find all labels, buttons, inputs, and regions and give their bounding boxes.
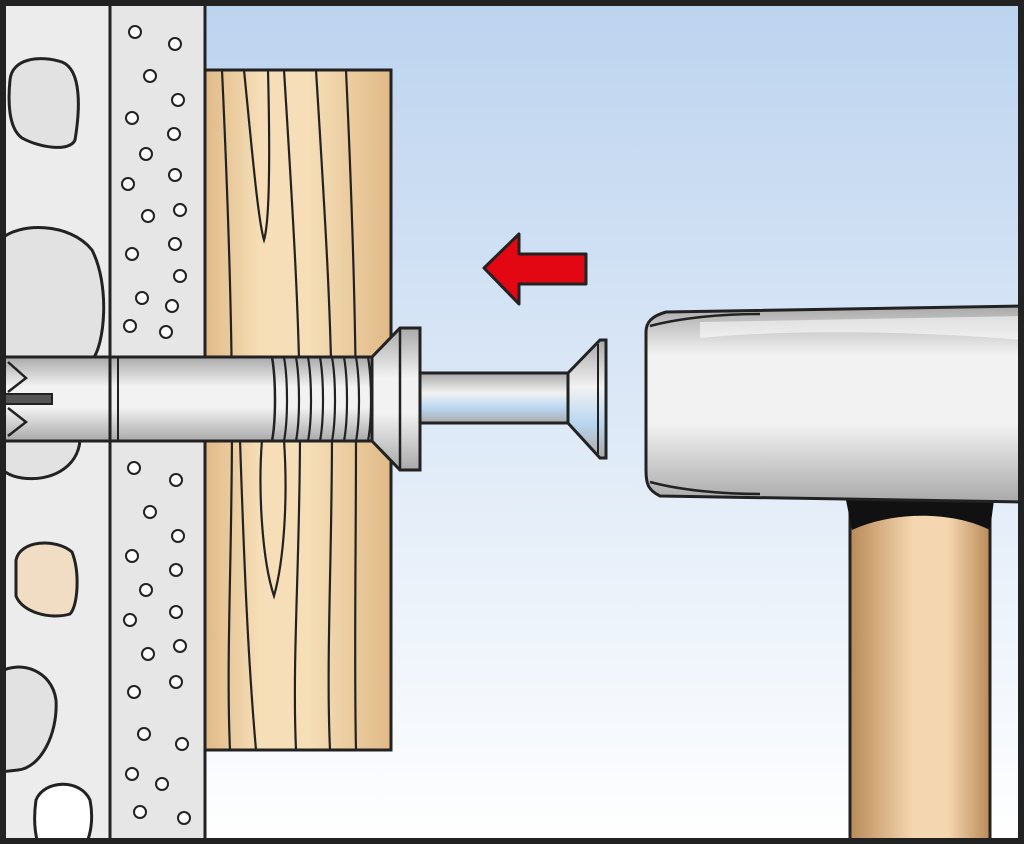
plaster-pore xyxy=(137,727,151,741)
direction-arrow-left-icon xyxy=(482,232,588,306)
plaster-pore xyxy=(169,675,183,689)
plaster-pore xyxy=(125,549,139,563)
nail-pin xyxy=(418,338,608,460)
hammer-handle xyxy=(846,498,994,844)
plaster-pore xyxy=(177,811,191,825)
sleeve-rib xyxy=(342,356,349,442)
hammer-head xyxy=(644,304,1024,504)
plaster-pore xyxy=(139,147,153,161)
sleeve-rib xyxy=(306,356,313,442)
stone xyxy=(7,57,80,149)
plaster-pore xyxy=(169,473,183,487)
plaster-pore xyxy=(173,639,187,653)
plaster-pore xyxy=(159,325,173,339)
plaster-pore xyxy=(133,805,147,819)
plaster-pore xyxy=(143,505,157,519)
stone xyxy=(0,226,106,362)
plaster-pore xyxy=(125,767,139,781)
sleeve-rib xyxy=(282,356,289,442)
plaster-pore xyxy=(141,209,155,223)
plaster-pore xyxy=(135,291,149,305)
sleeve-rib xyxy=(318,356,325,442)
plaster-pore xyxy=(127,685,141,699)
plaster-pore xyxy=(125,111,139,125)
plaster-pore xyxy=(169,563,183,577)
plaster-pore xyxy=(155,777,169,791)
plaster-pore xyxy=(143,69,157,83)
sleeve-rib xyxy=(354,356,361,442)
stone xyxy=(33,782,94,844)
hammer xyxy=(644,304,1024,844)
plaster-pore xyxy=(168,237,182,251)
plaster-pore xyxy=(127,461,141,475)
plaster-pore xyxy=(168,37,182,51)
plaster-pore xyxy=(171,93,185,107)
plaster-pore xyxy=(128,25,142,39)
plaster-pore xyxy=(169,605,183,619)
plaster-pore xyxy=(168,168,182,182)
plaster-pore xyxy=(141,647,155,661)
sleeve-rib xyxy=(294,356,301,442)
plaster-pore xyxy=(121,177,135,191)
plaster-pore xyxy=(173,203,187,217)
plaster-pore xyxy=(165,299,179,313)
plaster-pore xyxy=(173,269,187,283)
anchor-collar xyxy=(370,326,422,472)
plaster-pore xyxy=(167,127,181,141)
stone xyxy=(0,665,58,774)
sleeve-rib xyxy=(330,356,337,442)
plaster-pore xyxy=(123,319,137,333)
stone xyxy=(14,541,79,618)
anchor-sleeve xyxy=(0,355,382,443)
plaster-pore xyxy=(171,529,185,543)
plaster-pore xyxy=(139,583,153,597)
plaster-pore xyxy=(175,737,189,751)
plaster-pore xyxy=(125,247,139,261)
plaster-pore xyxy=(123,613,137,627)
